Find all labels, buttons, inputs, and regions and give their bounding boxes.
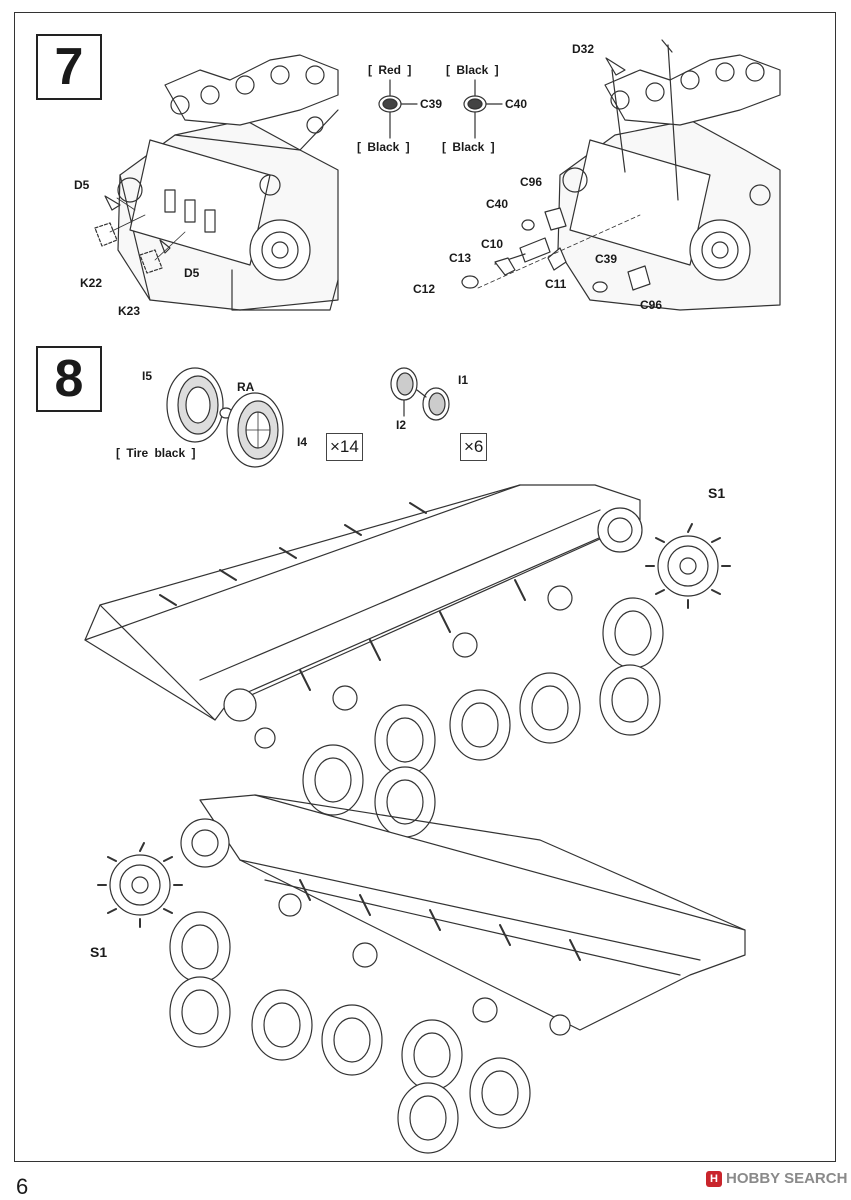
step8-road-wheel-assembly (166, 367, 284, 468)
upper-sprocket-s1 (645, 523, 731, 609)
part-label-d5-upper: D5 (74, 178, 90, 192)
step7-left-hull-drawing (94, 54, 339, 311)
page-number: 6 (16, 1174, 29, 1199)
color-callout-c40-black-top: [ Black ] (446, 63, 499, 77)
part-label-c13: C13 (449, 251, 472, 265)
color-callout-c39-black: [ Black ] (357, 140, 410, 154)
part-label-c96-upper: C96 (520, 175, 543, 189)
part-label-c12: C12 (413, 282, 436, 296)
part-label-s1-upper: S1 (708, 485, 726, 501)
upper-hull-suspension-drawing (84, 484, 643, 749)
color-callout-c39-red: [ Red ] (368, 63, 412, 77)
part-label-d32: D32 (572, 42, 595, 56)
part-label-k23: K23 (118, 304, 141, 318)
part-label-c39-detail: C39 (420, 97, 443, 111)
part-label-i2: I2 (396, 418, 407, 432)
page-frame (14, 12, 836, 1162)
part-label-c40-detail: C40 (505, 97, 528, 111)
part-label-c10: C10 (481, 237, 504, 251)
part-label-i4: I4 (297, 435, 308, 449)
part-label-c40: C40 (486, 197, 509, 211)
part-label-i1: I1 (458, 373, 469, 387)
part-label-s1-lower: S1 (90, 944, 108, 960)
part-label-c11: C11 (545, 277, 567, 291)
part-label-c96-lower: C96 (640, 298, 663, 312)
quantity-multiplier-x14: ×14 (326, 433, 363, 461)
part-label-i5: I5 (142, 369, 153, 383)
part-label-d5-lower: D5 (184, 266, 200, 280)
lower-sprocket-s1 (97, 842, 183, 928)
step7-right-hull-drawing (461, 39, 781, 311)
color-callout-c40-black-bottom: [ Black ] (442, 140, 495, 154)
lower-hull-suspension-drawing (180, 794, 746, 1036)
color-callout-tire-black: [ Tire black ] (116, 446, 196, 460)
upper-road-wheels (302, 597, 664, 838)
hobby-search-logo-icon: H (706, 1171, 722, 1187)
part-label-k22: K22 (80, 276, 103, 290)
watermark-text: HOBBY SEARCH (726, 1170, 848, 1187)
step7-cap-details (378, 79, 503, 139)
step8-return-roller-assembly (390, 367, 450, 421)
lower-road-wheels (169, 911, 531, 1154)
part-label-ra: RA (237, 380, 255, 394)
quantity-multiplier-x6: ×6 (460, 433, 488, 461)
step-8-number: 8 (36, 346, 102, 412)
part-label-c39: C39 (595, 252, 618, 266)
step-7-number: 7 (36, 34, 102, 100)
